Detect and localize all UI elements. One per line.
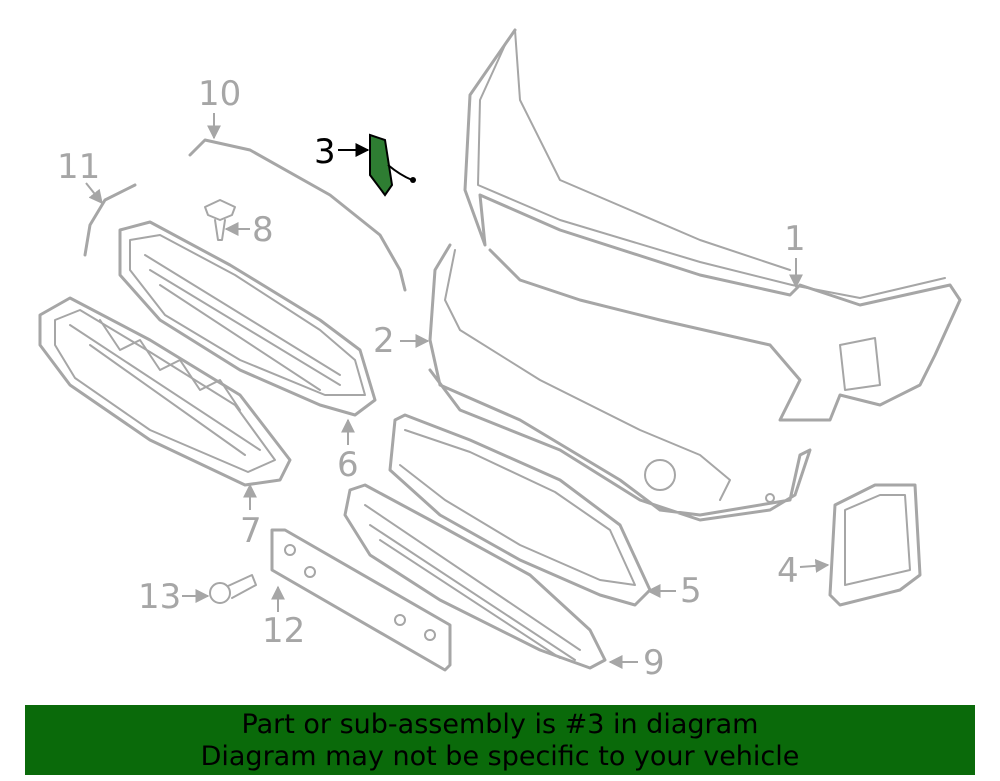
callout-12[interactable]: 12: [262, 585, 305, 651]
callout-6-label: 6: [337, 445, 359, 485]
part-12-license-bracket[interactable]: [270, 528, 452, 672]
callout-9-label: 9: [643, 643, 665, 683]
part-8-screw[interactable]: [204, 199, 236, 241]
callout-6[interactable]: 6: [337, 418, 359, 485]
callout-1-label: 1: [784, 219, 806, 259]
callout-5[interactable]: 5: [646, 571, 702, 611]
callout-1[interactable]: 1: [784, 219, 806, 289]
callout-9[interactable]: 9: [608, 643, 665, 683]
part-2-bumper-support[interactable]: [428, 243, 812, 522]
callout-12-label: 12: [262, 611, 305, 651]
callout-7-label: 7: [240, 511, 262, 551]
part-6-upper-grille[interactable]: [118, 220, 377, 417]
callout-8[interactable]: 8: [224, 210, 274, 250]
part-10-upper-trim-strip[interactable]: [188, 138, 407, 292]
callout-11-label: 11: [57, 147, 100, 187]
callout-13-label: 13: [138, 577, 181, 617]
part-4-fog-lamp-cover[interactable]: [828, 483, 922, 607]
callout-3-label: 3: [314, 132, 336, 172]
callout-8-label: 8: [252, 210, 274, 250]
callout-3[interactable]: 3: [314, 132, 370, 172]
part-1-bumper-cover[interactable]: [463, 28, 962, 422]
callout-7[interactable]: 7: [240, 483, 262, 551]
part-11-side-trim[interactable]: [83, 183, 137, 257]
notice-banner: Part or sub-assembly is #3 in diagram Di…: [25, 705, 975, 775]
part-13-bolt[interactable]: [209, 574, 257, 604]
part-5-lower-grille-frame[interactable]: [388, 413, 652, 607]
callout-10[interactable]: 10: [198, 74, 241, 140]
banner-line-1: Part or sub-assembly is #3 in diagram: [241, 709, 759, 740]
part-3-sensor-bracket[interactable]: [369, 133, 416, 197]
callout-2[interactable]: 2: [373, 321, 430, 361]
callout-11[interactable]: 11: [57, 147, 103, 205]
callout-4-label: 4: [777, 551, 799, 591]
callout-13[interactable]: 13: [138, 577, 210, 617]
parts-diagram: 1 2 3 4 5 6 7 8 9 10 11 12: [38, 28, 962, 683]
part-7-grille-mesh[interactable]: [38, 296, 292, 487]
callout-2-label: 2: [373, 321, 395, 361]
part-9-lower-grille-mesh[interactable]: [343, 483, 607, 670]
callout-10-label: 10: [198, 74, 241, 114]
banner-line-2: Diagram may not be specific to your vehi…: [200, 741, 800, 772]
callout-5-label: 5: [680, 571, 702, 611]
callout-4[interactable]: 4: [777, 551, 830, 591]
